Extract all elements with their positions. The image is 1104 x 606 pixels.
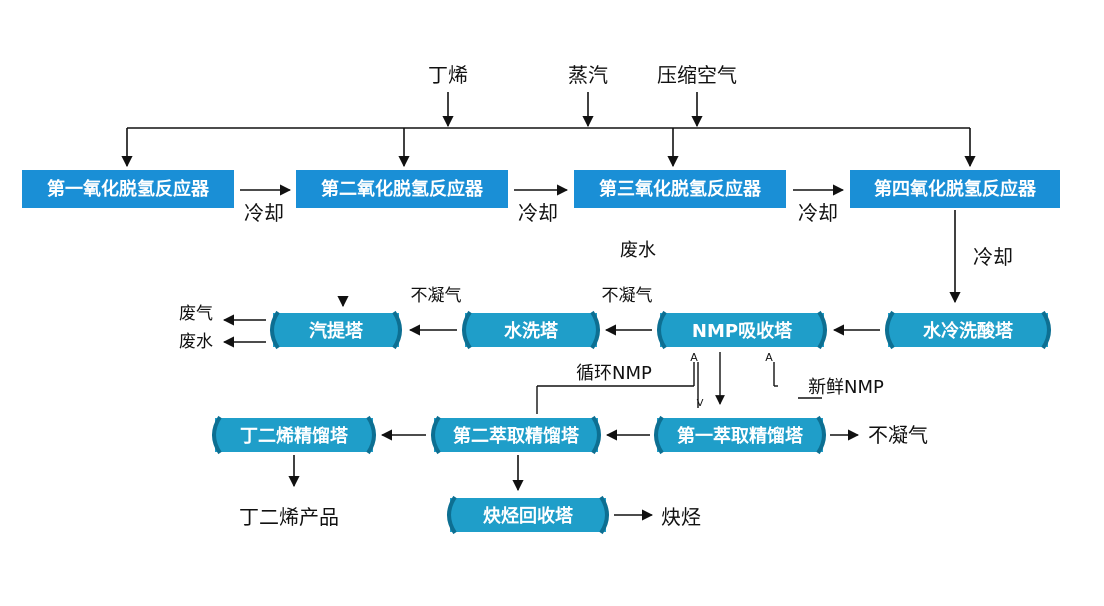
fresh-nmp-label: 新鲜NMP	[808, 377, 884, 398]
row2-links	[222, 295, 880, 348]
non-condensable-label-2: 不凝气	[602, 286, 653, 306]
waste-water-center-label: 废水	[620, 240, 656, 261]
column-second-extractive-distillation-label: 第二萃取精馏塔	[453, 425, 580, 447]
column-second-extractive-distillation-body	[434, 418, 598, 452]
fresh-nmp-small-a-label: A	[765, 351, 773, 364]
cooling-label-3: 冷却	[798, 201, 838, 225]
reactor-3-label: 第三氧化脱氢反应器	[599, 178, 762, 200]
column-alkyne-recovery-body	[450, 498, 606, 532]
column-water-wash-label: 水洗塔	[504, 320, 559, 342]
reactor-links	[240, 184, 961, 304]
column-second-extractive-distillation: 第二萃取精馏塔	[431, 415, 601, 455]
feed-lines	[121, 92, 976, 168]
cooling-label-2: 冷却	[518, 201, 558, 225]
reactor-1-label: 第一氧化脱氢反应器	[47, 178, 210, 200]
column-alkyne-recovery: 炔烃回收塔	[447, 495, 609, 535]
butadiene-product-label: 丁二烯产品	[239, 505, 339, 529]
reactor-4-box	[850, 170, 1060, 208]
cooling-label-1: 冷却	[244, 201, 284, 225]
non-condensable-label-3: 不凝气	[868, 423, 928, 447]
column-stripper: 汽提塔	[270, 310, 402, 350]
waste-gas-label: 废气	[179, 304, 213, 324]
column-water-cold-acid-wash: 水冷洗酸塔	[885, 310, 1051, 350]
reactor-1-box	[22, 170, 234, 208]
column-first-extractive-distillation-body	[657, 418, 823, 452]
butene-feed-label: 丁烯	[428, 63, 468, 87]
column-alkyne-recovery-label: 炔烃回收塔	[483, 505, 574, 527]
nmp-lines	[536, 352, 822, 414]
reactor-3: 第三氧化脱氢反应器	[574, 170, 786, 208]
waste-water-label: 废水	[179, 332, 213, 352]
column-stripper-body	[273, 313, 399, 347]
column-nmp-absorber-body	[660, 313, 824, 347]
column-water-cold-acid-wash-label: 水冷洗酸塔	[923, 320, 1014, 342]
reactor-3-box	[574, 170, 786, 208]
compressed-air-feed-label: 压缩空气	[657, 63, 737, 87]
cooling-label-4: 冷却	[973, 245, 1013, 269]
steam-feed-label: 蒸汽	[568, 63, 608, 87]
reactor-2-label: 第二氧化脱氢反应器	[321, 178, 484, 200]
column-butadiene-distillation-label: 丁二烯精馏塔	[240, 425, 349, 447]
non-condensable-label-1: 不凝气	[411, 286, 462, 306]
column-water-wash-body	[465, 313, 597, 347]
column-butadiene-distillation-body	[215, 418, 373, 452]
reactor-2: 第二氧化脱氢反应器	[296, 170, 508, 208]
column-nmp-absorber-label: NMP吸收塔	[692, 320, 793, 342]
column-butadiene-distillation: 丁二烯精馏塔	[212, 415, 376, 455]
column-first-extractive-distillation-label: 第一萃取精馏塔	[677, 425, 804, 447]
column-stripper-label: 汽提塔	[309, 320, 364, 342]
nmp-small-a-label: A	[690, 351, 698, 364]
reactor-1: 第一氧化脱氢反应器	[22, 170, 234, 208]
reactor-2-box	[296, 170, 508, 208]
recycle-nmp-label: 循环NMP	[576, 363, 652, 384]
row3-links	[288, 429, 860, 521]
column-water-wash: 水洗塔	[462, 310, 600, 350]
column-first-extractive-distillation: 第一萃取精馏塔	[654, 415, 826, 455]
reactor-4: 第四氧化脱氢反应器	[850, 170, 1060, 208]
nmp-small-v-label: V	[697, 398, 704, 409]
reactor-4-label: 第四氧化脱氢反应器	[874, 178, 1037, 200]
alkyne-label: 炔烃	[661, 505, 701, 529]
column-nmp-absorber: NMP吸收塔	[657, 310, 827, 350]
column-water-cold-acid-wash-body	[888, 313, 1048, 347]
